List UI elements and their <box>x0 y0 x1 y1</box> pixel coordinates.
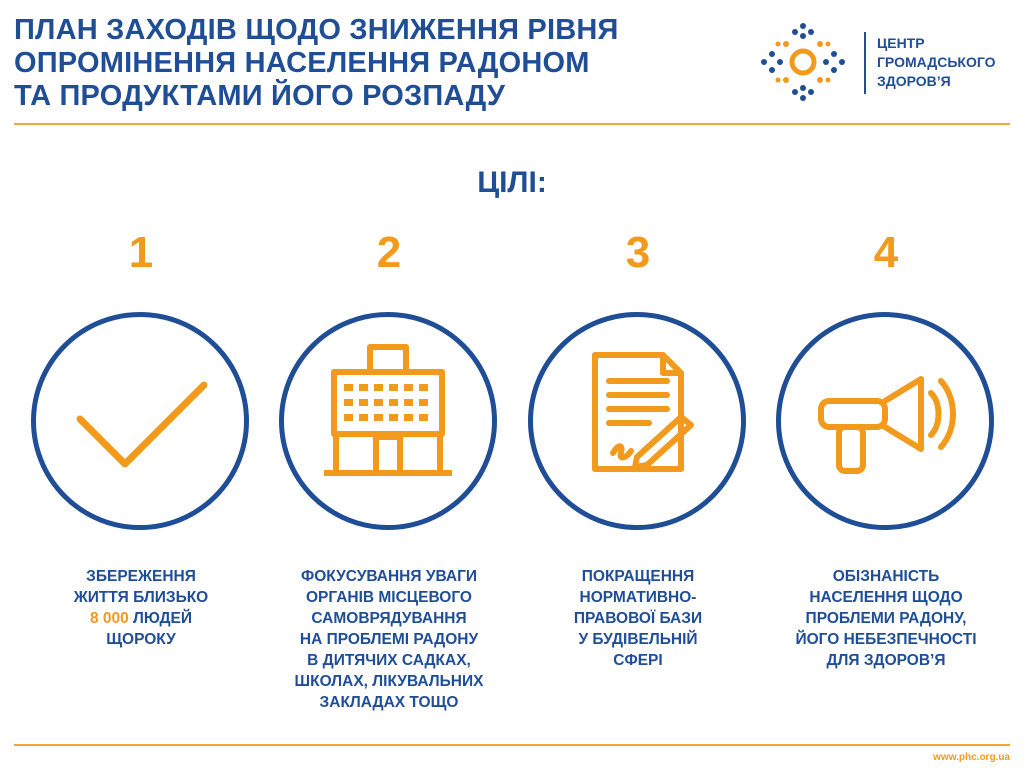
title-line: ПЛАН ЗАХОДІВ ЩОДО ЗНИЖЕННЯ РІВНЯ <box>14 14 619 46</box>
goal-text-line: У БУДІВЕЛЬНІЙ <box>578 631 698 648</box>
goal-description: ФОКУСУВАННЯ УВАГИ ОРГАНІВ МІСЦЕВОГО САМО… <box>269 566 509 713</box>
goal-text-line: В ДИТЯЧИХ САДКАХ, <box>307 652 471 669</box>
megaphone-icon <box>818 376 956 474</box>
logo: ЦЕНТР ГРОМАДСЬКОГО ЗДОРОВ’Я <box>760 22 1010 102</box>
logo-line: ГРОМАДСЬКОГО <box>877 54 996 70</box>
checkmark-icon <box>76 381 208 468</box>
goal-number: 2 <box>376 228 402 277</box>
page-title: ПЛАН ЗАХОДІВ ЩОДО ЗНИЖЕННЯ РІВНЯ ОПРОМІН… <box>14 14 714 113</box>
goal-text-line: СФЕРІ <box>613 652 663 669</box>
document-signing-icon <box>592 352 694 472</box>
logo-line: ЦЕНТР <box>877 35 925 51</box>
goal-text-line: ОБІЗНАНІСТЬ <box>832 568 940 585</box>
title-line: ТА ПРОДУКТАМИ ЙОГО РОЗПАДУ <box>14 80 506 112</box>
goal-text-line: САМОВРЯДУВАННЯ <box>311 610 467 627</box>
goal-number: 3 <box>625 228 651 277</box>
logo-divider <box>864 32 866 94</box>
goal-text-line: ОРГАНІВ МІСЦЕВОГО <box>306 589 472 606</box>
goal-description: ОБІЗНАНІСТЬ НАСЕЛЕННЯ ЩОДО ПРОБЛЕМИ РАДО… <box>766 566 1006 671</box>
goal-text-line: ШКОЛАХ, ЛІКУВАЛЬНИХ <box>294 673 484 690</box>
goal-text-line: ЗАКЛАДАХ ТОЩО <box>319 694 459 711</box>
logo-line: ЗДОРОВ’Я <box>877 73 951 89</box>
goal-card-2: 2 ФОКУСУВАННЯ УВАГИ ОРГАНІВ МІСЦЕВОГО СА… <box>269 226 509 711</box>
goal-number: 1 <box>128 228 154 277</box>
footer-divider <box>14 744 1010 746</box>
header-divider <box>14 123 1010 125</box>
goal-text-line: НА ПРОБЛЕМІ РАДОНУ <box>299 631 479 648</box>
goal-highlight-value: 8 000 <box>89 610 129 627</box>
goal-text-fragment: ЛЮДЕЙ <box>128 610 193 627</box>
building-icon <box>324 344 452 476</box>
goal-circle <box>528 312 746 530</box>
goal-circle <box>776 312 994 530</box>
goal-text-line: ДЛЯ ЗДОРОВ’Я <box>826 652 946 669</box>
title-line: ОПРОМІНЕННЯ НАСЕЛЕННЯ РАДОНОМ <box>14 47 590 79</box>
goal-text-line: ЖИТТЯ БЛИЗЬКО <box>73 589 209 606</box>
goal-text-line: 8 000 ЛЮДЕЙ <box>21 608 261 629</box>
goal-text-line: ЗБЕРЕЖЕННЯ <box>86 568 196 585</box>
goal-circle <box>31 312 249 530</box>
goal-card-1: 1 ЗБЕРЕЖЕННЯ ЖИТТЯ БЛИЗЬКО 8 000 ЛЮДЕЙ Щ… <box>21 226 261 648</box>
logo-text: ЦЕНТР ГРОМАДСЬКОГО ЗДОРОВ’Я <box>877 34 996 91</box>
goal-description: ЗБЕРЕЖЕННЯ ЖИТТЯ БЛИЗЬКО 8 000 ЛЮДЕЙ ЩОР… <box>21 566 261 650</box>
goal-card-3: 3 ПОКРАЩЕННЯ НОРМАТИВНО- ПРАВОВОЇ БАЗИ У… <box>518 226 758 669</box>
goal-text-line: ПОКРАЩЕННЯ <box>581 568 695 585</box>
goal-text-line: ЩОРОКУ <box>106 631 176 648</box>
goal-card-4: 4 ОБІЗНАНІСТЬ НАСЕЛЕННЯ ЩОДО ПРОБЛЕМИ РА… <box>766 226 1006 669</box>
footer-url-link[interactable]: www.phc.org.ua <box>933 752 1010 763</box>
logo-dots-icon <box>761 23 845 101</box>
goal-text-line: ПРОБЛЕМИ РАДОНУ, <box>805 610 967 627</box>
goal-text-line: НОРМАТИВНО- <box>579 589 697 606</box>
goal-text-line: ФОКУСУВАННЯ УВАГИ <box>300 568 478 585</box>
goal-text-line: НАСЕЛЕННЯ ЩОДО <box>809 589 963 606</box>
goal-number: 4 <box>873 228 899 277</box>
goal-text-line: ПРАВОВОЇ БАЗИ <box>573 610 703 627</box>
goal-text-line: ЙОГО НЕБЕЗПЕЧНОСТІ <box>795 631 977 648</box>
goal-circle <box>279 312 497 530</box>
goal-description: ПОКРАЩЕННЯ НОРМАТИВНО- ПРАВОВОЇ БАЗИ У Б… <box>518 566 758 671</box>
goals-heading: ЦІЛІ: <box>477 166 547 199</box>
